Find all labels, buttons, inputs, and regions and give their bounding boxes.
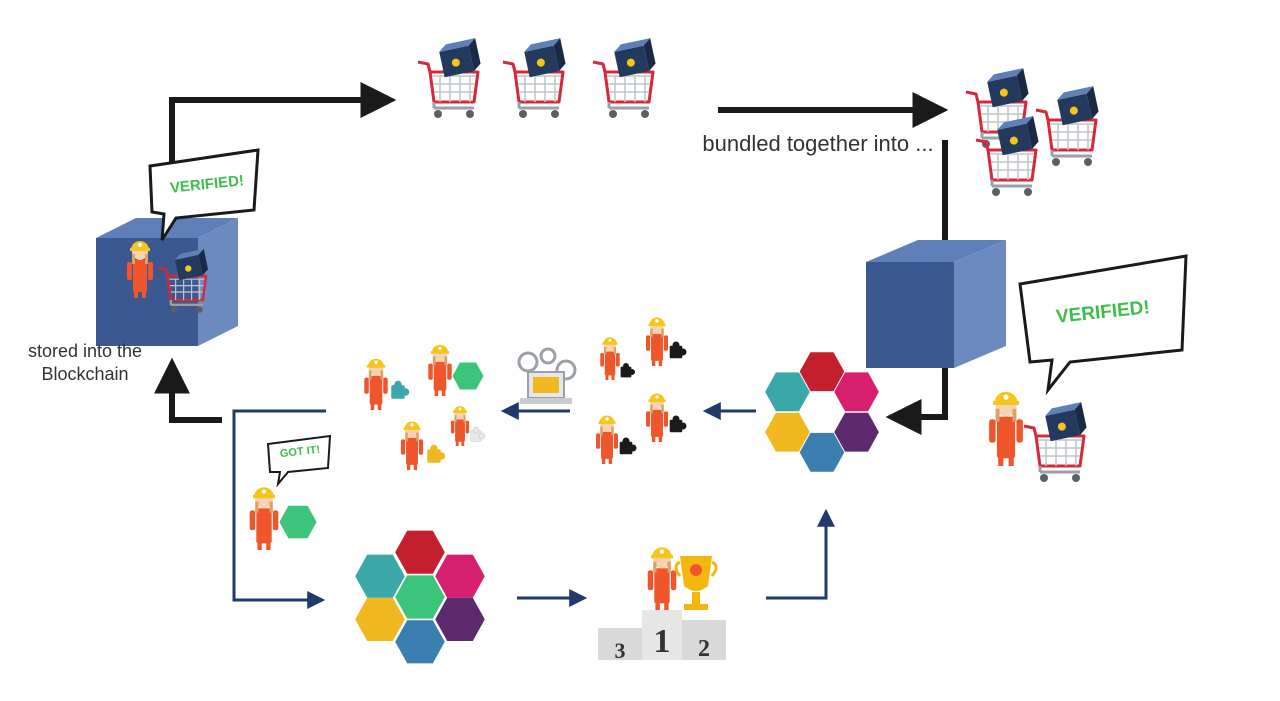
podium-second: 2 — [698, 636, 710, 662]
miners-group-colored — [364, 344, 486, 470]
podium-first: 1 — [654, 623, 671, 660]
arrow-block-to-puzzle — [885, 368, 948, 435]
arrow-bracket-left — [232, 409, 326, 609]
miner-figure — [428, 344, 452, 396]
miner-figure — [400, 421, 424, 470]
shopping-cart-icon — [591, 36, 659, 120]
speech-bubble-right — [1018, 254, 1188, 396]
puzzle-complete — [355, 530, 485, 664]
arrow-to-blockchain — [154, 357, 222, 423]
shopping-cart-icon — [974, 114, 1042, 198]
miner-figure — [645, 317, 669, 366]
cart-bundle — [964, 66, 1102, 198]
miner-figure — [249, 487, 279, 550]
shopping-cart-icon — [501, 36, 569, 120]
arrow-podium-to-puzzle — [766, 508, 835, 600]
shopping-cart-icon — [1034, 84, 1102, 168]
block-cube-left — [96, 218, 238, 346]
miner-figure — [600, 337, 620, 380]
winner-podium: 3 1 2 — [598, 547, 726, 663]
cart-group-top — [416, 36, 659, 120]
label-stored-blockchain: stored into the Blockchain — [27, 341, 143, 385]
podium-third: 3 — [615, 638, 626, 663]
miners-group-pieces — [595, 317, 687, 464]
shopping-cart-icon — [416, 36, 484, 120]
miner-figure — [450, 406, 470, 446]
block-cube-right — [866, 240, 1006, 368]
computer-icon — [517, 347, 577, 404]
speech-bubble-left — [148, 148, 260, 241]
puzzle-ring — [765, 352, 879, 472]
trophy-icon — [674, 556, 718, 610]
miner-figure — [647, 547, 677, 610]
speech-bubble-got-it — [266, 434, 332, 488]
label-bundled-together: bundled together into ... — [702, 131, 934, 156]
miner-figure — [645, 393, 669, 442]
miner-figure — [595, 415, 619, 464]
miner-figure — [364, 358, 388, 410]
shopping-cart-icon — [1022, 400, 1090, 484]
miner-figure — [989, 391, 1023, 466]
